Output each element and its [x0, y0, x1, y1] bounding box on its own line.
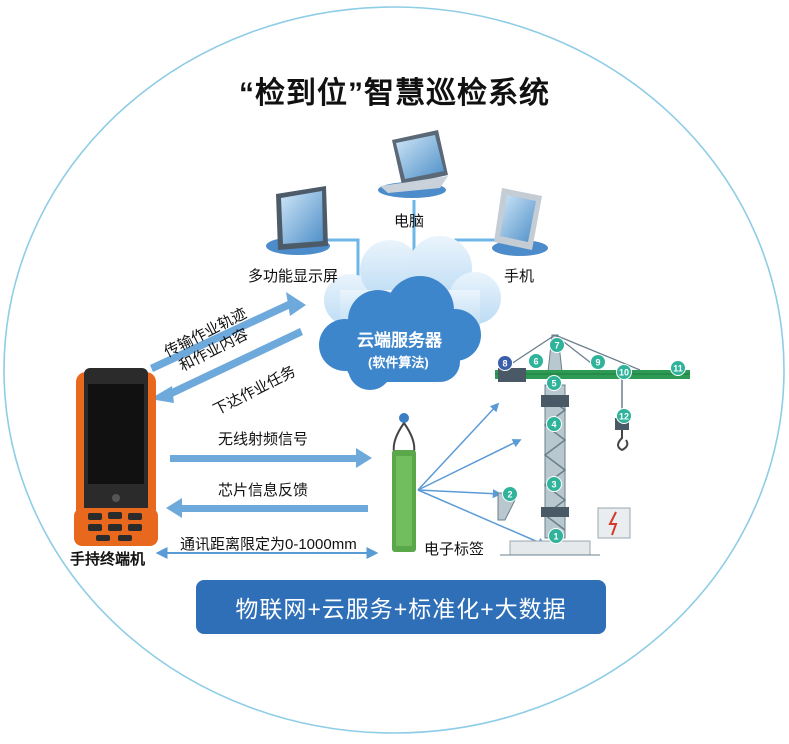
summary-banner: 物联网+云服务+标准化+大数据: [196, 580, 606, 634]
page-title: “检到位”智慧巡检系统: [239, 77, 550, 110]
crane-marker-4: 4: [546, 416, 562, 432]
distance-label: 通讯距离限定为0-1000mm: [180, 536, 357, 553]
computer-label: 电脑: [394, 213, 425, 230]
svg-text:5: 5: [551, 379, 556, 389]
display-icon: [266, 186, 330, 255]
crane-marker-11: 11: [670, 360, 686, 376]
arrow-upload: [150, 292, 306, 372]
crane-marker-1: 1: [548, 528, 564, 544]
handheld-device: [74, 368, 158, 546]
crane-marker-10: 10: [616, 364, 632, 380]
crane-marker-3: 3: [546, 476, 562, 492]
svg-text:9: 9: [595, 358, 600, 368]
arrow-rf: [170, 448, 372, 468]
crane-marker-8: 8: [497, 355, 513, 371]
svg-text:8: 8: [502, 359, 507, 369]
chip-feedback-label: 芯片信息反馈: [218, 482, 309, 499]
handheld-label: 手持终端机: [70, 551, 146, 568]
svg-text:6: 6: [533, 357, 538, 367]
crane-marker-12: 12: [616, 408, 632, 424]
rf-signal-label: 无线射频信号: [218, 431, 309, 448]
electronic-tag: [392, 413, 416, 552]
crane-marker-2: 2: [502, 486, 518, 502]
phone-label: 手机: [504, 268, 535, 285]
computer-icon: [378, 130, 448, 198]
crane-marker-6: 6: [528, 353, 544, 369]
crane-marker-7: 7: [549, 337, 565, 353]
svg-text:3: 3: [551, 480, 556, 490]
crane-marker-5: 5: [546, 375, 562, 391]
cloud-server-label: 云端服务器: [357, 331, 442, 350]
cloud-main: [319, 276, 481, 390]
tag-label: 电子标签: [424, 541, 485, 558]
svg-text:7: 7: [554, 341, 559, 351]
svg-text:12: 12: [619, 412, 629, 422]
svg-text:4: 4: [551, 420, 556, 430]
phone-icon: [492, 188, 548, 256]
display-label: 多功能显示屏: [248, 268, 339, 285]
crane-marker-9: 9: [590, 354, 606, 370]
arrow-feedback: [166, 498, 368, 518]
cloud-server-sublabel: (软件算法): [368, 355, 429, 370]
signal-lines: [417, 402, 547, 547]
svg-text:10: 10: [619, 368, 629, 378]
svg-text:1: 1: [553, 532, 558, 542]
svg-text:11: 11: [673, 364, 683, 374]
svg-text:2: 2: [507, 490, 512, 500]
